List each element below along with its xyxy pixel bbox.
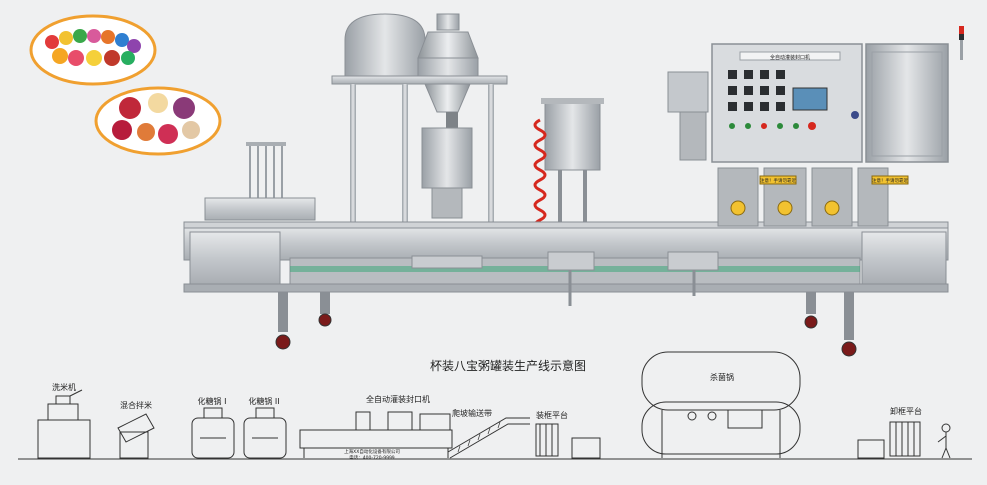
label-kettle-1: 化糖锅 I — [198, 396, 227, 406]
label-washer: 洗米机 — [52, 382, 76, 392]
label-incline-conveyor: 爬坡输送带 — [452, 408, 492, 418]
warning-label-right: 注意！手请勿靠近 — [872, 177, 908, 184]
product-photo-bowls — [94, 86, 222, 156]
warning-label-left: 注意！手请勿靠近 — [760, 177, 796, 184]
label-filler: 全自动灌装封口机 — [366, 394, 430, 404]
label-unloading-platform: 卸框平台 — [890, 406, 922, 416]
label-loading-platform: 装框平台 — [536, 410, 568, 420]
panel-label: 全自动灌装封口机 — [770, 54, 810, 61]
schematic-line — [18, 351, 972, 460]
company-name: 上海XX自动化设备有限公司 — [344, 448, 400, 455]
label-sterilizer: 杀菌锅 — [710, 372, 734, 382]
label-kettle-2: 化糖锅 II — [248, 396, 279, 406]
company-phone: 电话：400-720-9999 — [349, 454, 395, 461]
filling-sealing-machine: 全自动灌装封口机 注意！手 — [183, 13, 964, 357]
label-mixer: 混合拌米 — [120, 400, 152, 410]
product-photo-cups — [29, 14, 157, 86]
diagram-title: 杯装八宝粥罐装生产线示意图 — [430, 358, 586, 373]
